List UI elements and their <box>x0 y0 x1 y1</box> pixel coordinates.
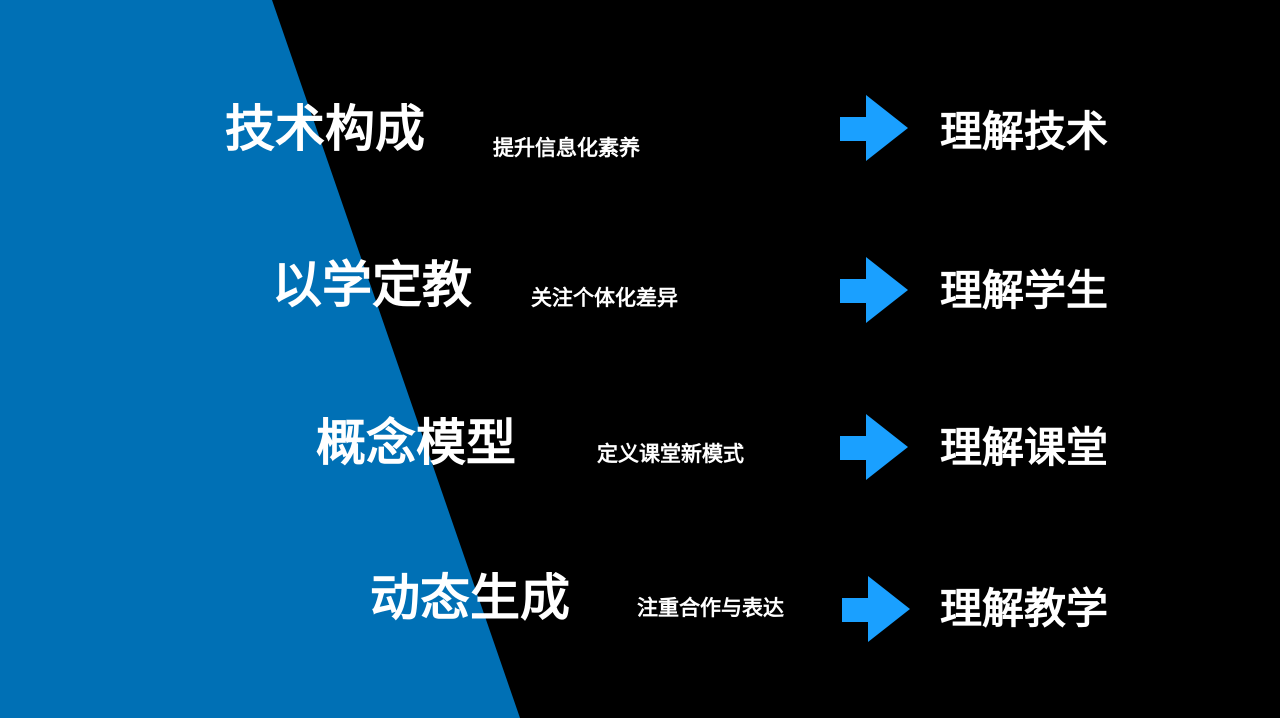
arrow-right-icon <box>842 576 910 642</box>
row-result: 理解学生 <box>940 266 1109 315</box>
row-result: 理解教学 <box>940 584 1109 633</box>
row-title: 以学定教 <box>272 256 472 314</box>
row-subtitle: 提升信息化素养 <box>493 136 640 160</box>
row-title: 技术构成 <box>225 100 425 158</box>
arrow-right-icon <box>840 414 908 480</box>
arrow-right-icon <box>840 257 908 323</box>
row-subtitle: 注重合作与表达 <box>637 596 784 620</box>
row-title: 动态生成 <box>370 569 570 627</box>
row-title: 概念模型 <box>316 414 516 472</box>
row-result: 理解技术 <box>940 107 1109 156</box>
row-subtitle: 定义课堂新模式 <box>597 442 744 466</box>
arrow-right-icon <box>840 95 908 161</box>
row-result: 理解课堂 <box>940 423 1109 472</box>
row-subtitle: 关注个体化差异 <box>531 286 678 310</box>
